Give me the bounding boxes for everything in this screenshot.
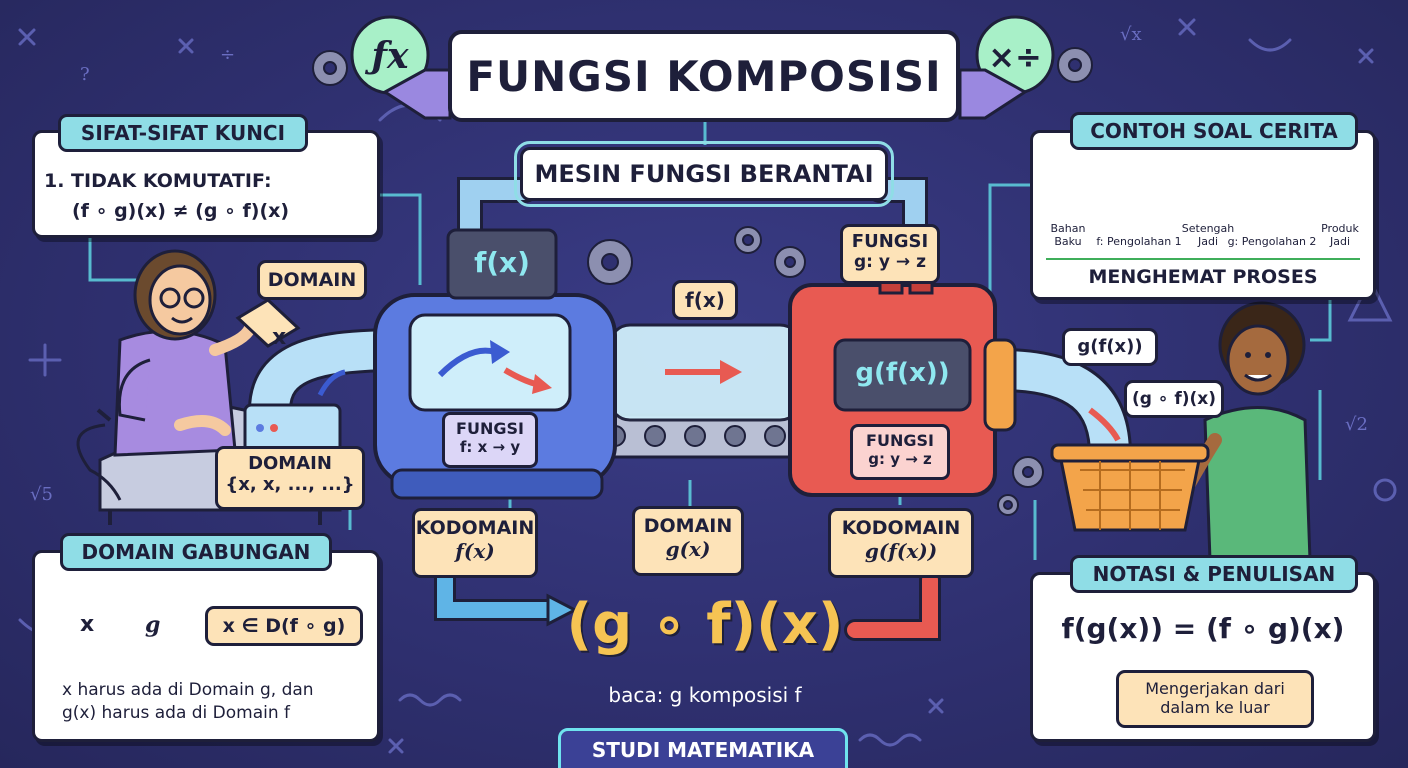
contoh-summary: MENGHEMAT PROSES: [1088, 266, 1318, 288]
composition-read: baca: g komposisi f: [608, 683, 802, 707]
g-function-top-label: FUNGSI g: y → z: [840, 224, 940, 284]
belt-label: f(x): [672, 280, 738, 320]
contoh-step-2-a: f: Pengolahan 1: [1096, 235, 1182, 248]
svg-text:ƒx: ƒx: [365, 35, 409, 77]
basket-icon: [1050, 443, 1210, 532]
math-operators-icon: ×÷: [975, 15, 1055, 95]
contoh-step-5-b: Jadi: [1329, 235, 1351, 248]
fx-icon: ƒx: [350, 15, 430, 95]
subtitle: MESIN FUNGSI BERANTAI: [534, 160, 874, 188]
contoh-step-5-a: Produk: [1321, 222, 1359, 235]
kodomain-g-label: KODOMAIN g(f(x)): [828, 508, 974, 578]
g-function-label: FUNGSI g: y → z: [850, 424, 950, 480]
svg-text:√2: √2: [1345, 414, 1368, 435]
domain-label: DOMAIN: [257, 260, 367, 300]
kodomain-g-title: KODOMAIN: [841, 517, 961, 539]
pipe-flow-arrow-icon: [317, 369, 346, 397]
footer-text: STUDI MATEMATIKA: [591, 738, 815, 762]
kodomain-g-value: g(f(x)): [864, 539, 938, 563]
domain-g-label: DOMAIN g(x): [632, 506, 744, 576]
g-top-map: g: y → z: [854, 252, 926, 272]
machine-f: [373, 228, 617, 500]
output-label-2: (g ∘ f)(x): [1124, 380, 1224, 418]
pipe-arrow-icon: [546, 593, 579, 627]
domain-gabungan-panel: [32, 550, 380, 742]
pipes: [248, 177, 1132, 641]
notasi-heading: NOTASI & PENULISAN: [1070, 555, 1358, 593]
g-top-title: FUNGSI: [851, 231, 929, 252]
contoh-step-1-a: Bahan: [1050, 222, 1086, 235]
kodomain-f-label: KODOMAIN f(x): [412, 508, 538, 578]
contoh-step-3-a: Setengah: [1181, 222, 1235, 235]
f-screen-text: f(x): [474, 246, 530, 279]
g-label-title: FUNGSI: [866, 431, 934, 450]
contoh-step-4-a: g: Pengolahan 2: [1227, 235, 1317, 248]
svg-text:×÷: ×÷: [988, 38, 1042, 76]
svg-text:√5: √5: [30, 484, 53, 505]
domain-set-title: DOMAIN: [248, 453, 332, 474]
person-left-illustration: [113, 249, 301, 457]
contoh-heading: CONTOH SOAL CERITA: [1070, 112, 1358, 150]
page-title: FUNGSI KOMPOSISI: [466, 52, 942, 101]
g-screen-text: g(f(x)): [855, 358, 950, 388]
venn-label-x: x: [80, 612, 95, 637]
contoh-step-1-b: Baku: [1054, 235, 1082, 248]
domain-g-value: g(x): [665, 537, 711, 561]
domain-membership-label: x ∈ D(f ∘ g): [205, 606, 363, 646]
notasi-note-2: dalam ke luar: [1160, 698, 1270, 717]
svg-text:÷: ÷: [220, 44, 235, 65]
f-function-label: FUNGSI f: x → y: [442, 412, 538, 468]
output-flow-arrow-icon: [1088, 407, 1121, 442]
domain-gabungan-heading: DOMAIN GABUNGAN: [60, 533, 332, 571]
notasi-formula: f(g(x)) = (f ∘ g)(x): [1061, 612, 1345, 645]
f-label-title: FUNGSI: [456, 419, 524, 438]
footer-banner: [558, 728, 848, 768]
title-ribbon: [382, 68, 1028, 120]
svg-text:?: ?: [80, 64, 90, 85]
kodomain-f-value: f(x): [455, 539, 495, 563]
domain-set-label: DOMAIN {x, x, ..., ...}: [215, 446, 365, 510]
sifat-heading: SIFAT-SIFAT KUNCI: [58, 114, 308, 152]
notasi-note-1: Mengerjakan dari: [1145, 679, 1285, 698]
kodomain-f-title: KODOMAIN: [415, 517, 535, 539]
contoh-panel: [1030, 130, 1376, 300]
domain-set-values: {x, x, ..., ...}: [225, 474, 355, 495]
domain-note-2: g(x) harus ada di Domain f: [62, 703, 291, 723]
gear-icons: [107, 47, 1093, 516]
title-banner: [448, 30, 960, 122]
contoh-step-3-b: Jadi: [1197, 235, 1219, 248]
person-right-illustration: [1168, 301, 1312, 562]
venn-label-g: g: [145, 612, 161, 638]
output-label-1: g(f(x)): [1062, 328, 1158, 366]
conveyor-belt: [588, 323, 817, 459]
notasi-note: Mengerjakan dari dalam ke luar: [1116, 670, 1314, 728]
subtitle-banner: [514, 141, 894, 207]
domain-g-title: DOMAIN: [643, 515, 733, 537]
composition-formula: (g ∘ f)(x): [566, 592, 844, 657]
g-label-map: g: y → z: [868, 450, 932, 468]
sifat-line1: 1. TIDAK KOMUTATIF:: [44, 170, 272, 192]
f-label-map: f: x → y: [459, 438, 521, 456]
sifat-line2: (f ∘ g)(x) ≠ (g ∘ f)(x): [72, 200, 290, 222]
domain-note-1: x harus ada di Domain g, dan: [62, 680, 314, 700]
svg-text:√x: √x: [1120, 24, 1142, 45]
input-card-x: x: [272, 325, 287, 350]
contoh-divider: [1046, 258, 1360, 260]
